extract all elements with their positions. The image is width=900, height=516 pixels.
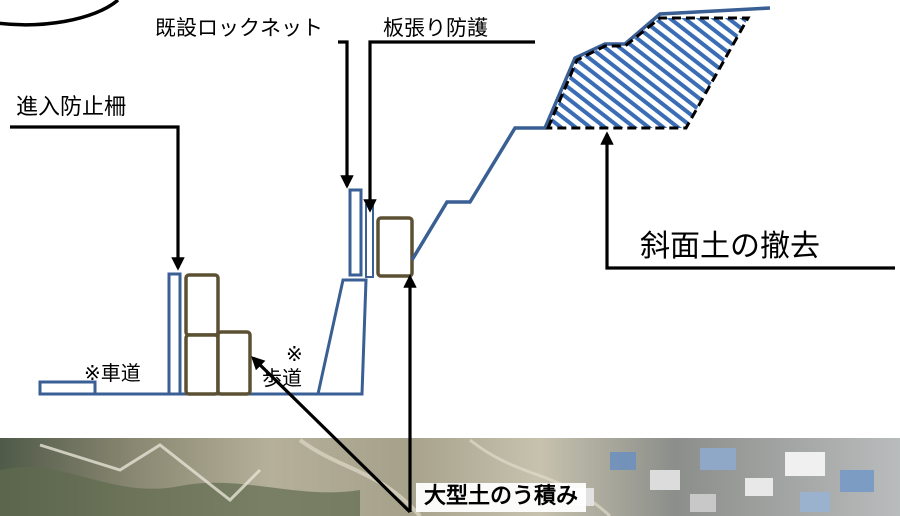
label-sidewalk-mark: ※	[286, 342, 303, 366]
label-entry-fence: 進入防止柵	[16, 95, 127, 120]
rocknet-post	[348, 188, 363, 277]
fence-post	[167, 272, 182, 396]
aerial-photo	[0, 438, 900, 516]
fence-arrow	[10, 125, 185, 271]
label-slope-soil-removal: 斜面土の撤去	[640, 229, 820, 264]
retaining-wall	[316, 278, 368, 396]
rocknet-arrow	[338, 40, 354, 189]
label-sidewalk: 歩道	[262, 366, 302, 390]
board-protection	[365, 204, 374, 278]
slope-profile	[410, 6, 771, 261]
slope-soil-removal-area	[545, 16, 751, 130]
removal-arrow	[600, 131, 895, 270]
sandbags-lower	[184, 273, 252, 396]
label-roadway: ※車道	[84, 361, 141, 385]
label-large-sandbags: 大型土のう積み	[416, 483, 587, 512]
board-arrow	[363, 40, 535, 213]
leader-lines	[10, 40, 895, 514]
sandbag-upper	[376, 216, 414, 278]
frame-arc	[0, 0, 120, 27]
label-existing-rocknet: 既設ロックネット	[155, 16, 323, 40]
label-board-protection: 板張り防護	[383, 16, 488, 40]
sandbag-lower-arrow	[251, 356, 412, 514]
